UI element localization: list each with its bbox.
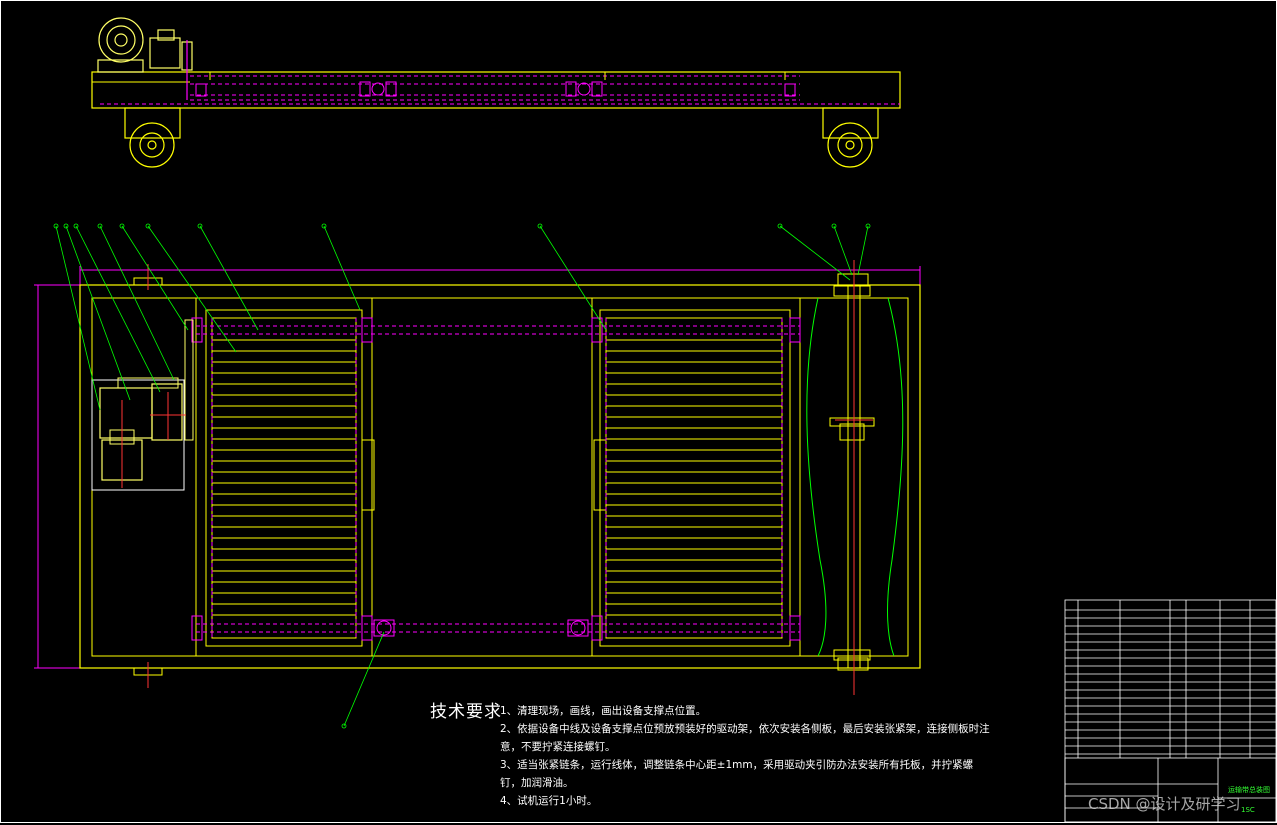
leader-lines [55,225,869,727]
front-wheels [124,107,879,168]
requirement-item: 3、适当张紧链条，运行线体，调整链条中心距±1mm，采用驱动夹引防办法安装所有托… [500,759,974,771]
title-block [1064,757,1277,823]
plan-view [34,223,921,729]
right-slats [606,339,782,616]
plan-frame [79,284,921,669]
support-feet [133,264,163,688]
left-conveyor-section [195,297,373,657]
technical-requirements-title: 技术要求 [430,702,502,722]
bill-of-materials [1064,599,1277,823]
requirement-item: 钉，加润滑油。 [500,777,574,789]
drive-unit [91,319,194,491]
drawing-code: 1SC [1241,806,1255,814]
side-guards [806,297,904,657]
front-frame [91,71,901,109]
bom-rows [1065,609,1276,755]
front-view [91,17,901,168]
tension-shaft [829,260,875,695]
plan-hidden-chain [196,318,800,638]
front-hidden-chain [100,75,900,105]
requirement-item: 4、试机运行1小时。 [500,795,598,807]
drawing-title: 运输带总装图 [1228,786,1270,794]
requirement-item: 2、依据设备中线及设备支撑点位预放预装好的驱动架，依次安装各侧板，最后安装张紧架… [500,723,990,735]
balloons [53,223,871,729]
sprockets [191,317,801,641]
middle-frame [361,297,607,657]
right-conveyor-section [591,297,801,657]
watermark: CSDN @设计及研学习 [1088,795,1241,813]
requirement-item: 1、清理现场，画线，画出设备支撑点位置。 [500,705,707,717]
front-couplings [195,81,796,97]
requirement-item: 意，不要拧紧连接螺钉。 [500,741,616,753]
left-slats [212,339,356,616]
technical-requirements-list: 1、清理现场，画线，画出设备支撑点位置。 2、依据设备中线及设备支撑点位预放预装… [500,702,990,810]
front-motor [97,17,193,100]
